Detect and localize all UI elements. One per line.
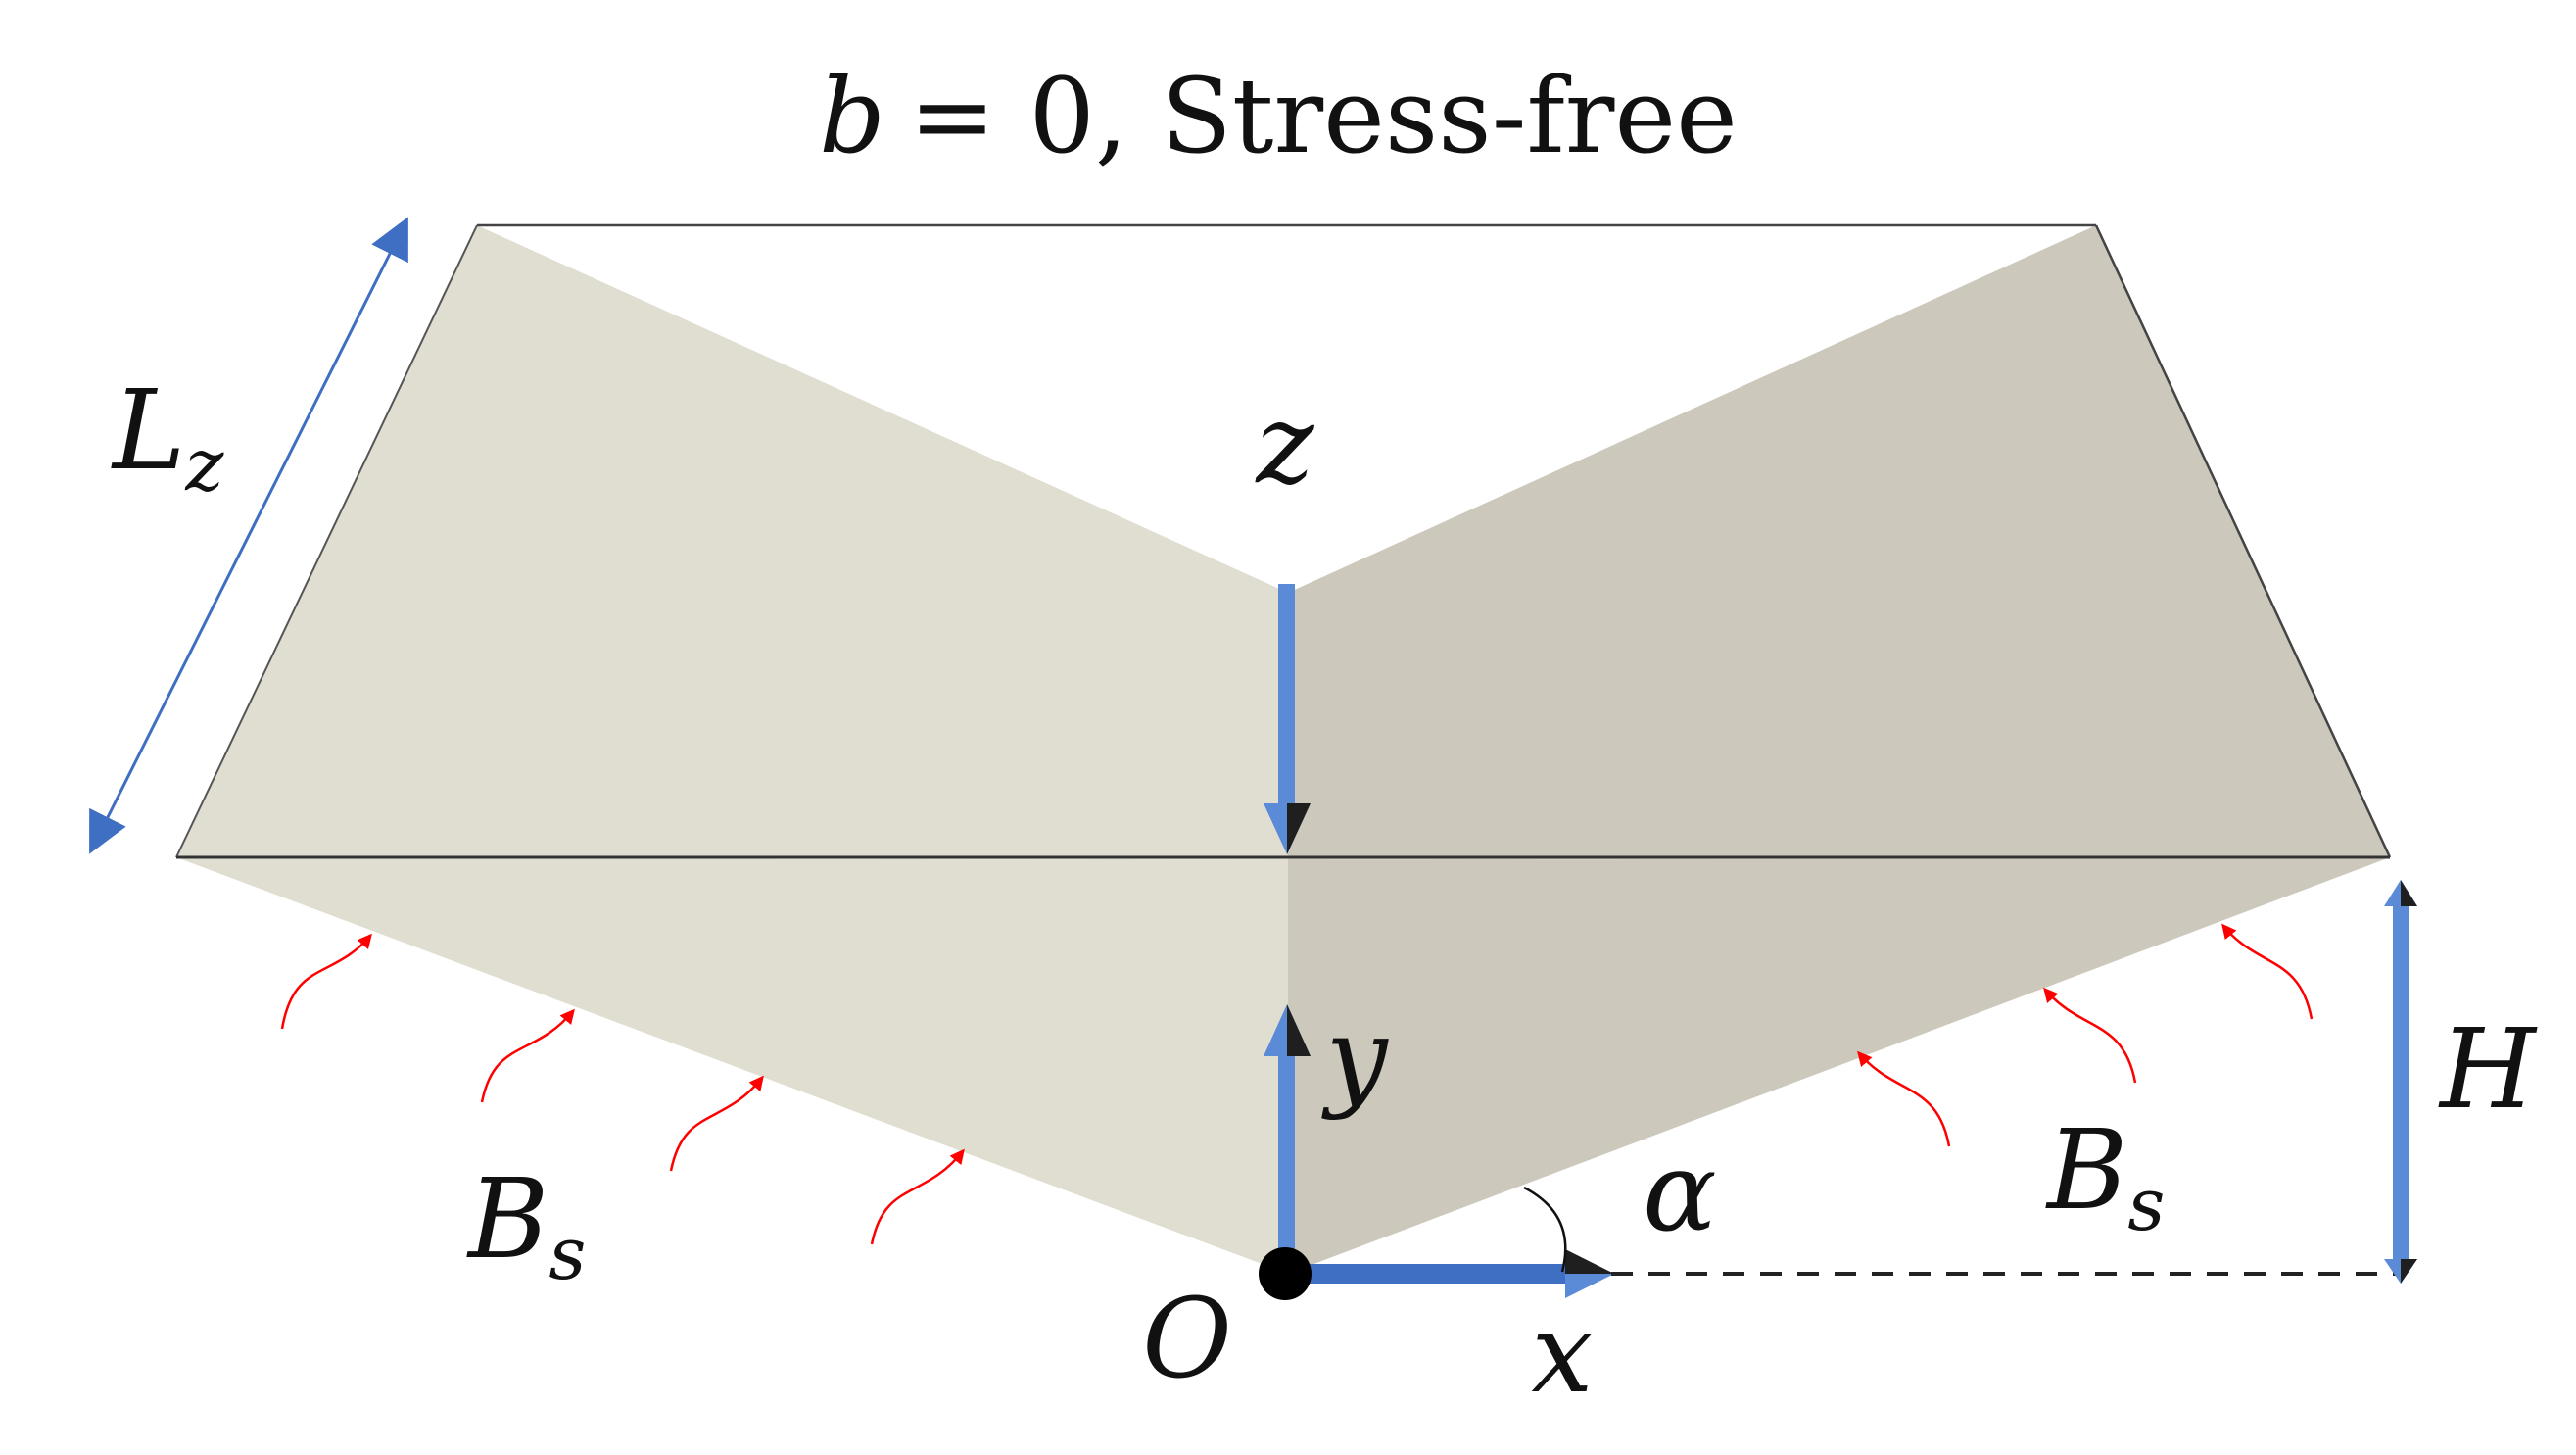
flux-arrow-icon: [280, 933, 372, 1030]
title-eq: = 0, Stress-free: [909, 56, 1738, 176]
lz-label: Lz: [111, 367, 224, 508]
flux-arrow-icon: [669, 1075, 764, 1172]
flux-arrow-icon: [2043, 987, 2137, 1084]
alpha-arc: [1523, 1186, 1567, 1273]
bs-right-sub: s: [2127, 1163, 2165, 1247]
right-bottom-face: [1288, 857, 2390, 1274]
alpha-label: α: [1643, 1129, 1717, 1256]
flux-arrow-icon: [2221, 923, 2314, 1020]
lz-label-main: L: [111, 367, 185, 495]
h-dimension-arrow: [2384, 880, 2417, 1284]
x-axis-arrow: [1288, 1249, 1614, 1298]
flux-arrows-left: [280, 933, 965, 1245]
flux-arrows-right: [1857, 923, 2314, 1147]
lz-label-sub: z: [184, 423, 224, 508]
origin-dot: [1259, 1247, 1312, 1300]
bs-right-label: Bs: [2045, 1107, 2165, 1247]
title: b= 0, Stress-free: [819, 56, 1738, 176]
bs-left-main: B: [466, 1156, 549, 1284]
title-var: b: [819, 56, 885, 176]
z-label: z: [1254, 381, 1314, 509]
left-top-face: [176, 225, 1288, 860]
bs-left-label: Bs: [466, 1156, 586, 1296]
lz-dimension-arrow: [89, 217, 408, 854]
bs-left-sub: s: [549, 1212, 586, 1296]
h-label: H: [2438, 1006, 2538, 1134]
x-label: x: [1531, 1290, 1593, 1418]
flux-arrow-icon: [480, 1008, 575, 1103]
y-label: y: [1320, 994, 1389, 1122]
y-axis-arrow: [1264, 1004, 1311, 1279]
z-axis-arrow: [1264, 584, 1311, 854]
bs-right-main: B: [2045, 1107, 2127, 1235]
left-bottom-face: [176, 857, 1288, 1274]
right-top-face: [1288, 225, 2390, 860]
flux-arrow-icon: [1857, 1050, 1951, 1147]
origin-label: O: [1142, 1276, 1232, 1403]
right-side-edge: [2094, 224, 2392, 858]
flux-arrow-icon: [870, 1148, 965, 1245]
